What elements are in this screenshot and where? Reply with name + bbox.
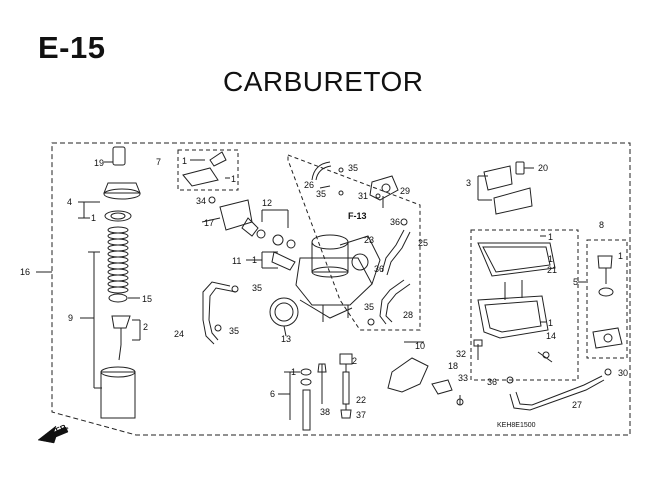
seat-15	[108, 293, 128, 303]
fr-arrow-icon: FR.	[37, 422, 70, 444]
float-valve-box	[586, 239, 628, 359]
callout-5: 5	[573, 277, 578, 287]
callout-1: 1	[231, 174, 236, 184]
float-chamber-box	[470, 229, 579, 381]
chamber-gasket-21	[477, 242, 556, 277]
choke-29	[369, 175, 399, 201]
carb-body-box	[287, 154, 421, 331]
callout-1: 1	[548, 254, 553, 264]
callout-11: 11	[232, 256, 241, 266]
fr-label: FR.	[54, 422, 69, 435]
callout-26: 26	[304, 180, 314, 190]
hose-26	[311, 161, 331, 181]
callout-34: 34	[196, 196, 206, 206]
callout-14: 14	[546, 331, 556, 341]
float-chamber-5	[477, 295, 549, 339]
cap-19	[112, 146, 126, 166]
carburetor-body	[295, 234, 381, 322]
hose-27	[509, 379, 605, 411]
callout-1: 1	[182, 156, 187, 166]
callout-36: 36	[374, 264, 384, 274]
assembly-boundary	[51, 142, 631, 436]
fuel-line-box	[177, 149, 239, 191]
callout-18: 18	[448, 361, 458, 371]
washer-1a	[104, 210, 132, 222]
callout-20: 20	[538, 163, 548, 173]
callout-22: 22	[356, 395, 366, 405]
callout-6: 6	[270, 389, 275, 399]
throttle-valve	[100, 371, 136, 419]
callout-30: 30	[618, 368, 628, 378]
hose-24	[202, 281, 231, 345]
callout-1: 1	[548, 232, 553, 242]
callout-16: 16	[20, 267, 30, 277]
callout-24: 24	[174, 329, 184, 339]
callout-33: 33	[458, 373, 468, 383]
callout-10: 10	[415, 341, 425, 351]
callout-7: 7	[156, 157, 161, 167]
callout-1: 1	[91, 213, 96, 223]
callout-2: 2	[352, 356, 357, 366]
gasket-13	[269, 297, 299, 327]
callout-9: 9	[68, 313, 73, 323]
diagram-reference-code: KEH8E1500	[497, 422, 536, 429]
callout-f13: F-13	[348, 211, 367, 221]
callout-21: 21	[547, 265, 557, 275]
callout-35: 35	[316, 189, 326, 199]
callout-31: 31	[358, 191, 368, 201]
callout-1: 1	[548, 318, 553, 328]
cable-adjuster-4	[103, 182, 141, 194]
callout-28: 28	[403, 310, 413, 320]
callout-1: 1	[618, 251, 623, 261]
callout-4: 4	[67, 197, 72, 207]
callout-13: 13	[281, 334, 291, 344]
callout-25: 25	[418, 238, 428, 248]
callout-35: 35	[364, 302, 374, 312]
clip-plate	[111, 315, 131, 329]
callout-35: 35	[348, 163, 358, 173]
callout-2: 2	[143, 322, 148, 332]
callout-32: 32	[456, 349, 466, 359]
spring-9	[107, 226, 129, 294]
hose-25	[381, 229, 405, 273]
callout-8: 8	[599, 220, 604, 230]
callout-36: 36	[487, 377, 497, 387]
callout-15: 15	[142, 294, 152, 304]
bracket-10	[387, 357, 429, 393]
callout-35: 35	[229, 326, 239, 336]
callout-36: 36	[390, 217, 400, 227]
callout-23: 23	[364, 235, 374, 245]
section-code: E-15	[38, 30, 106, 65]
drain-hose-28	[379, 279, 405, 325]
callout-1: 1	[291, 367, 296, 377]
callout-17: 17	[204, 218, 214, 228]
cover-3	[483, 165, 513, 191]
callout-19: 19	[94, 158, 104, 168]
callout-38: 38	[320, 407, 330, 417]
callout-3: 3	[466, 178, 471, 188]
callout-37: 37	[356, 410, 366, 420]
callout-27: 27	[572, 400, 582, 410]
diagram-title: CARBURETOR	[223, 66, 424, 97]
callout-1: 1	[252, 255, 257, 265]
callout-35: 35	[252, 283, 262, 293]
part-callouts: 19 4 1 16 9 15 2 7 1 1 34 17 12 11 1 35 …	[20, 156, 628, 420]
callout-29: 29	[400, 186, 410, 196]
callout-12: 12	[262, 198, 272, 208]
